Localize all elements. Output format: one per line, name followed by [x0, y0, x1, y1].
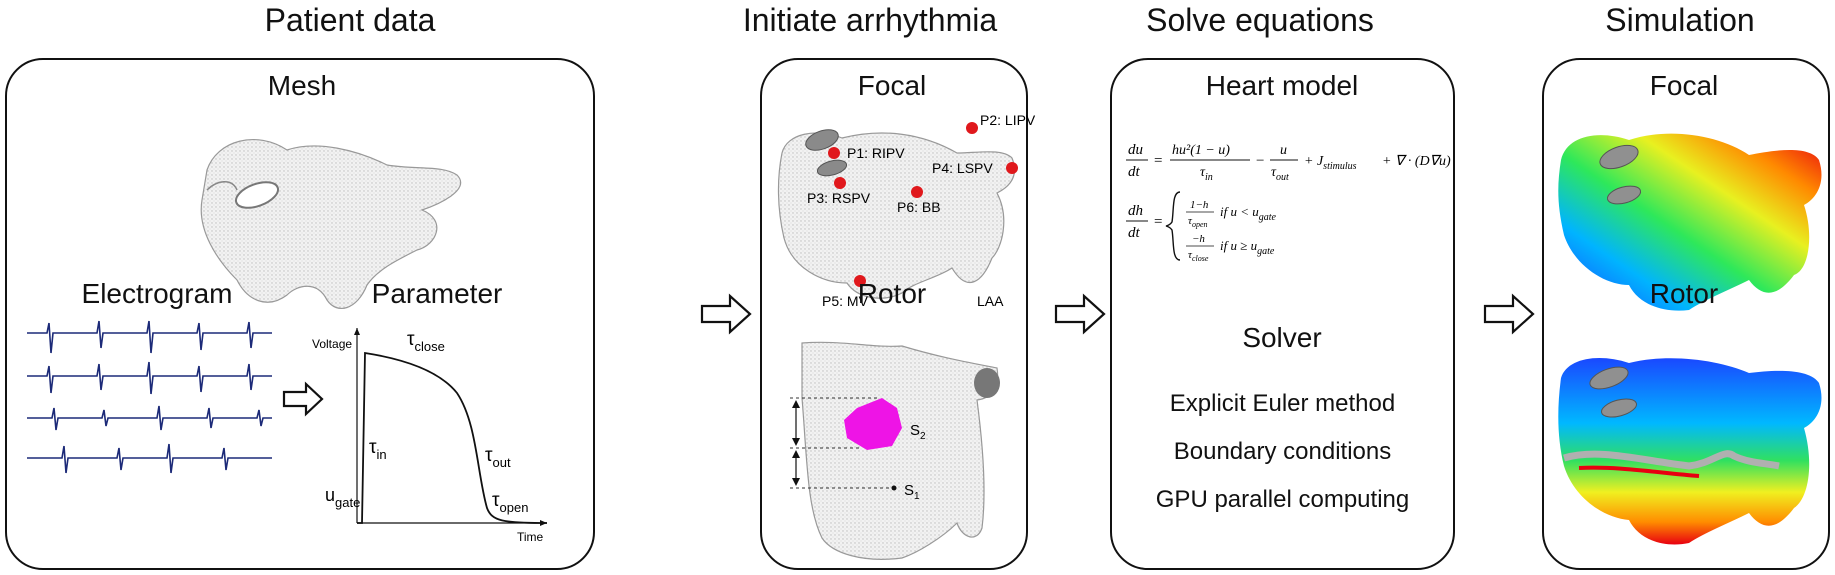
tau-open-label: τopen	[492, 490, 528, 515]
svg-text:dh: dh	[1128, 203, 1143, 219]
point-p3-label: P3: RSPV	[807, 190, 871, 206]
stage-title-simulation: Simulation	[1605, 2, 1755, 38]
mesh-label: Mesh	[267, 70, 337, 101]
heart-model-equations: du dt = hu²(1 − u) τin − u τout + Jstimu…	[1126, 142, 1451, 263]
point-p4-label: P4: LSPV	[932, 160, 993, 176]
svg-text:=: =	[1154, 153, 1162, 169]
point-p2-label: P2: LIPV	[980, 112, 1036, 128]
point-p1-label: P1: RIPV	[847, 145, 905, 161]
svg-text:dt: dt	[1128, 164, 1141, 180]
solver-item-boundary: Boundary conditions	[1173, 438, 1392, 465]
sim-focal-label: Focal	[1649, 70, 1719, 101]
atrium-mesh-image	[200, 139, 461, 309]
parameter-chart: Voltage Time τclose τin τout τopen ugate	[312, 328, 548, 544]
x-axis-label: Time	[517, 530, 544, 544]
stage-title-solve: Solve equations	[1146, 2, 1374, 38]
point-p6-marker	[911, 186, 923, 198]
svg-text:+ Jstimulus: + Jstimulus	[1304, 154, 1357, 172]
focal-label: Focal	[857, 70, 927, 101]
point-p5-label: P5: MV	[822, 293, 869, 309]
tau-close-label: τclose	[407, 329, 445, 354]
flow-arrow-icon	[1054, 293, 1106, 335]
rotor-simulation-image	[1558, 358, 1822, 545]
stage-title-initiate: Initiate arrhythmia	[742, 2, 998, 38]
solver-label: Solver	[1242, 322, 1322, 353]
svg-text:τout: τout	[1271, 165, 1289, 183]
flow-arrow-icon	[700, 293, 752, 335]
point-p6-label: P6: BB	[897, 199, 941, 215]
rotor-mesh: S1 S2	[790, 341, 1000, 560]
electrogram-image	[27, 320, 272, 474]
svg-text:u: u	[1280, 143, 1287, 158]
point-p2-marker	[966, 122, 978, 134]
svg-text:hu²(1 − u): hu²(1 − u)	[1172, 143, 1230, 158]
rotor-label: Rotor	[857, 278, 927, 309]
tau-in-label: τin	[369, 437, 387, 462]
tau-out-label: τout	[485, 445, 511, 470]
svg-text:1−h: 1−h	[1190, 199, 1209, 211]
point-p3-marker	[834, 177, 846, 189]
svg-text:τclose: τclose	[1188, 249, 1209, 263]
svg-text:if u < ugate: if u < ugate	[1220, 204, 1277, 223]
stage-title-patient-data: Patient data	[264, 2, 436, 38]
s2-label: S2	[910, 422, 926, 442]
focal-points-mesh: P1: RIPV P2: LIPV P3: RSPV P4: LSPV P5: …	[777, 112, 1036, 309]
initiate-arrhythmia-panel: Focal P1: RIPV P2: LIPV P3: RSPV P4: LSP…	[760, 58, 1036, 570]
patient-data-panel: Mesh Electrogram Parameter	[5, 58, 595, 570]
svg-text:τopen: τopen	[1188, 215, 1208, 229]
heart-model-label: Heart model	[1205, 70, 1359, 101]
s2-region	[844, 398, 902, 450]
parameter-label: Parameter	[371, 278, 503, 309]
svg-text:=: =	[1154, 214, 1162, 230]
svg-text:+ ∇ · (D∇u): + ∇ · (D∇u)	[1382, 154, 1451, 169]
flow-arrow-icon	[1483, 293, 1535, 335]
simulation-panel: Focal Rotor	[1542, 58, 1830, 570]
electrogram-label: Electrogram	[81, 278, 233, 309]
solver-item-euler: Explicit Euler method	[1169, 390, 1396, 417]
sim-rotor-label: Rotor	[1649, 278, 1719, 309]
svg-text:τin: τin	[1200, 165, 1213, 183]
point-p1-marker	[828, 147, 840, 159]
small-right-arrow-icon	[282, 381, 324, 417]
s1-point	[891, 485, 897, 491]
s1-label: S1	[904, 482, 920, 502]
u-gate-label: ugate	[325, 485, 360, 510]
y-axis-label: Voltage	[312, 337, 352, 351]
laa-label: LAA	[977, 293, 1004, 309]
focal-simulation-image	[1558, 133, 1822, 311]
svg-text:−h: −h	[1192, 233, 1205, 245]
svg-text:if u ≥ ugate: if u ≥ ugate	[1220, 238, 1275, 257]
svg-text:dt: dt	[1128, 225, 1141, 241]
svg-text:−: −	[1256, 153, 1264, 169]
point-p5-marker	[854, 275, 866, 287]
solver-item-gpu: GPU parallel computing	[1155, 486, 1410, 513]
point-p4-marker	[1006, 162, 1018, 174]
svg-text:du: du	[1128, 142, 1143, 158]
solve-equations-panel: Heart model du dt = hu²(1 − u) τin − u τ…	[1110, 58, 1455, 570]
